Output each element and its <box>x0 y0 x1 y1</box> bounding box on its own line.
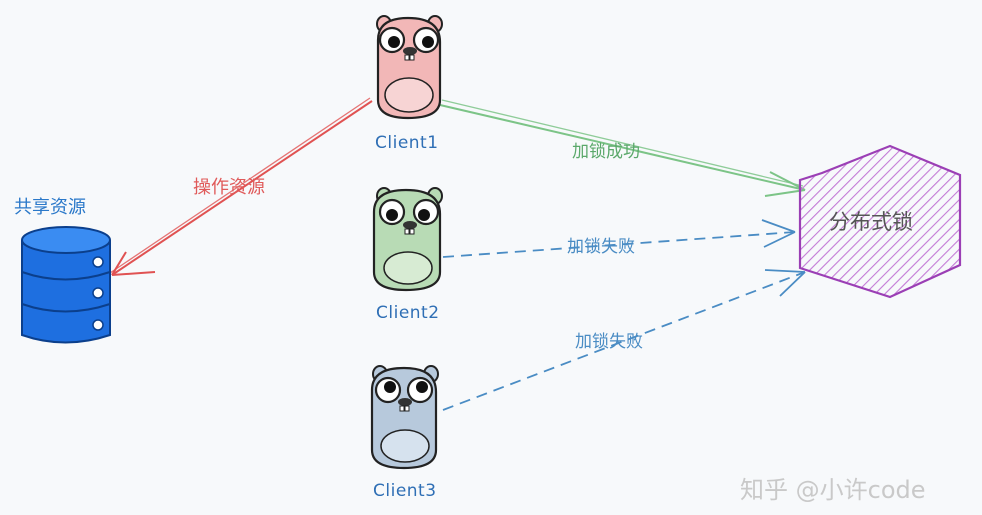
database-icon <box>21 226 111 344</box>
gopher-icon <box>372 187 443 292</box>
lock-hexagon <box>798 144 962 299</box>
edge-client2-to-lock <box>442 219 796 258</box>
edge-client1-to-storage <box>109 97 373 276</box>
watermark: 知乎 @小许code <box>740 476 926 504</box>
arrowhead-icon <box>761 219 796 248</box>
client3-label: Client3 <box>373 481 437 501</box>
edge-label-lock-fail-client2: 加锁失败 <box>567 237 635 257</box>
gopher-icon <box>370 365 439 470</box>
edge-client3-to-lock <box>442 269 806 411</box>
client1-label: Client1 <box>375 133 439 153</box>
edge-label-lock-success: 加锁成功 <box>572 142 640 162</box>
edge-label-operate-resource: 操作资源 <box>193 177 265 198</box>
storage-label: 共享资源 <box>14 197 86 218</box>
arrowhead-icon <box>764 269 806 297</box>
arrowhead-icon <box>111 251 156 276</box>
client2-label: Client2 <box>376 303 440 323</box>
gopher-icon <box>376 15 443 120</box>
lock-label: 分布式锁 <box>829 210 913 234</box>
edge-label-lock-fail-client3: 加锁失败 <box>575 332 643 352</box>
